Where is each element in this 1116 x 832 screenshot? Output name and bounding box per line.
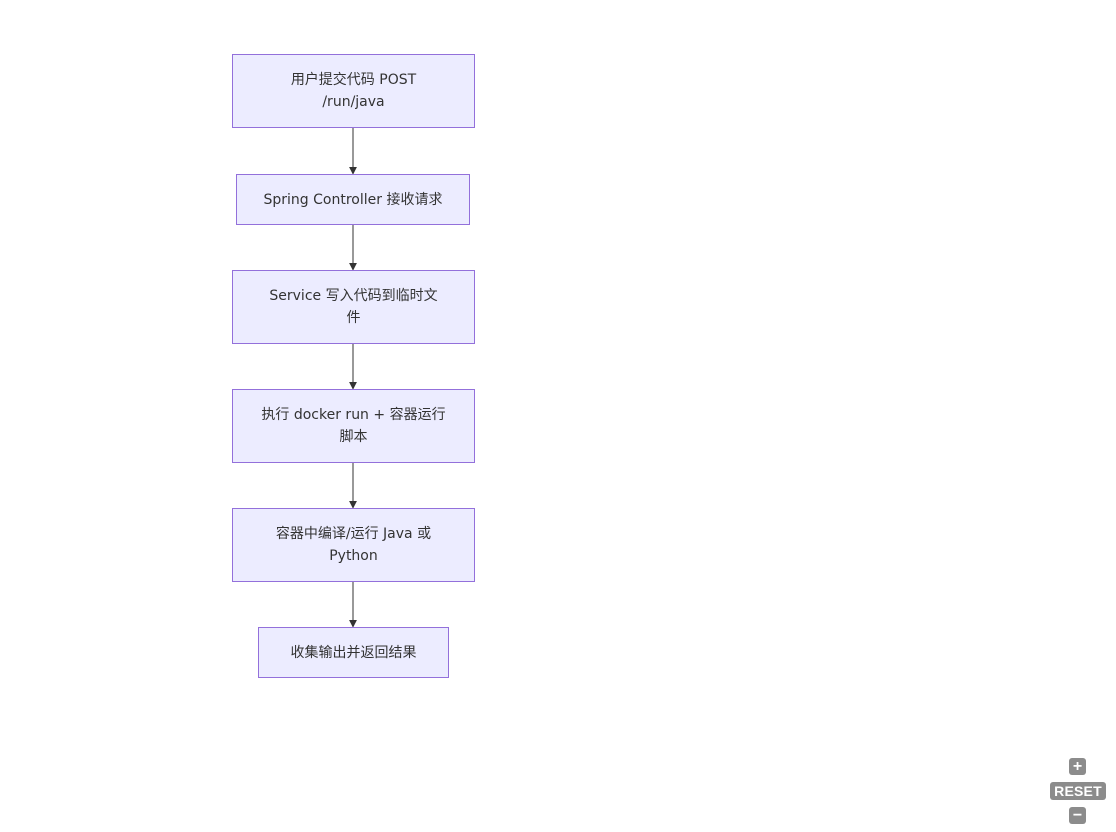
node-docker-run-label: 执行 docker run + 容器运行 脚本 <box>261 407 446 445</box>
plus-icon: + <box>1072 758 1083 775</box>
node-service-write-file: Service 写入代码到临时文 件 <box>232 270 475 344</box>
node-docker-run: 执行 docker run + 容器运行 脚本 <box>232 389 475 463</box>
node-submit-code: 用户提交代码 POST /run/java <box>232 54 475 128</box>
node-collect-output: 收集输出并返回结果 <box>258 627 449 678</box>
reset-label: RESET <box>1054 783 1102 799</box>
node-collect-output-label: 收集输出并返回结果 <box>290 644 417 661</box>
zoom-out-button[interactable]: − <box>1069 807 1086 824</box>
node-spring-controller: Spring Controller 接收请求 <box>236 174 470 225</box>
node-spring-controller-label: Spring Controller 接收请求 <box>263 191 443 208</box>
zoom-in-button[interactable]: + <box>1069 758 1086 775</box>
node-compile-run-label: 容器中编译/运行 Java 或 Python <box>275 526 432 564</box>
node-compile-run: 容器中编译/运行 Java 或 Python <box>232 508 475 582</box>
reset-button[interactable]: RESET <box>1050 782 1106 800</box>
zoom-controls: + RESET − <box>1050 758 1106 826</box>
node-service-write-file-label: Service 写入代码到临时文 件 <box>269 288 438 326</box>
node-submit-code-label: 用户提交代码 POST /run/java <box>290 72 417 110</box>
minus-icon: − <box>1072 807 1083 824</box>
